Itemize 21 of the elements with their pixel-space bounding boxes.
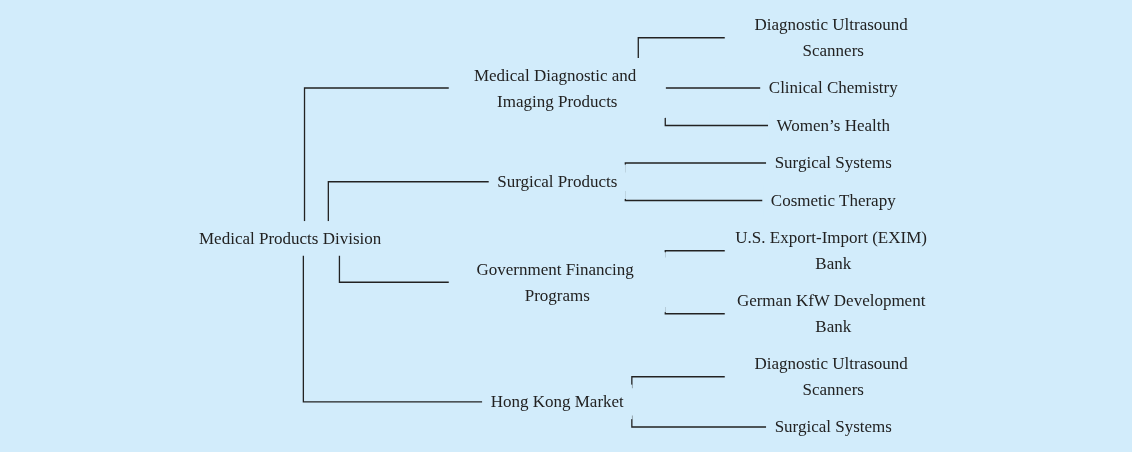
node-text: Cosmetic Therapy (770, 190, 896, 210)
connector (664, 87, 762, 89)
node-text: Surgical Systems (774, 417, 892, 437)
node-text: Government Financing Programs (476, 259, 634, 305)
node-text: Surgical Products (497, 172, 618, 191)
connector (327, 181, 490, 223)
node-text: Medical Products Division (198, 228, 382, 248)
connector (338, 254, 450, 283)
node-text: Diagnostic Ultrasound Scanners (754, 354, 908, 399)
connector (637, 37, 726, 60)
node-text: Medical Diagnostic and Imaging Products (473, 65, 637, 110)
node-text: Hong Kong Market (490, 392, 624, 412)
node-text: Surgical Systems (774, 153, 892, 173)
node-text: U.S. Export-Import (EXIM) Bank (735, 228, 927, 273)
node-text: German KfW Development Bank (736, 291, 926, 336)
node-text: Women’s Health (776, 115, 890, 135)
connector (303, 87, 450, 223)
connector (664, 116, 770, 127)
node-text: Diagnostic Ultrasound Scanners (754, 15, 908, 60)
node-text: Clinical Chemistry (768, 78, 898, 98)
connector (302, 254, 484, 403)
